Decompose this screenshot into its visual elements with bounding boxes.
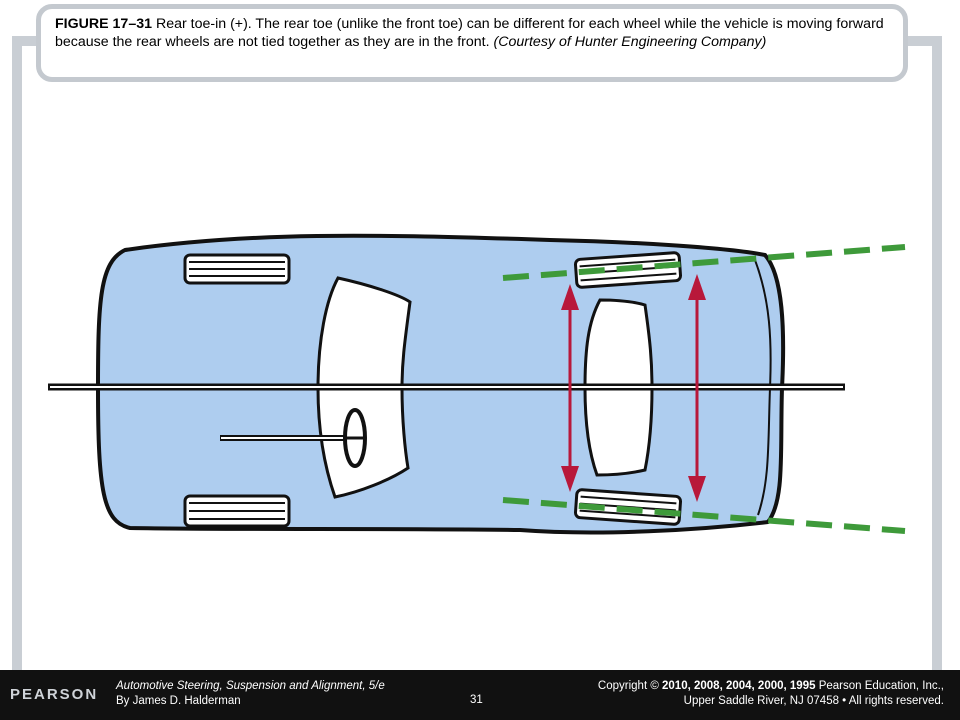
book-info: Automotive Steering, Suspension and Alig…: [116, 679, 385, 709]
copyright-address: Upper Saddle River, NJ 07458 • All right…: [683, 695, 944, 707]
figure-label: FIGURE 17–31: [55, 16, 152, 32]
front-measurement-arrow: [561, 284, 579, 492]
copyright-notice: Copyright © 2010, 2008, 2004, 2000, 1995…: [598, 679, 944, 709]
slide-frame-left: [12, 40, 22, 672]
left-toe-line: [502, 244, 906, 281]
slide-frame-right: [932, 40, 942, 672]
right-toe-line: [502, 497, 906, 534]
book-title: Automotive Steering, Suspension and Alig…: [116, 680, 366, 692]
caption-credit: (Courtesy of Hunter Engineering Company): [493, 34, 767, 50]
copyright-prefix: Copyright ©: [597, 680, 663, 692]
figure-caption: FIGURE 17–31 Rear toe-in (+). The rear t…: [36, 4, 908, 82]
pearson-logo: PEARSON: [10, 686, 99, 703]
front-left-tire: [183, 253, 291, 285]
front-right-tire: [183, 494, 291, 528]
book-author: By James D. Halderman: [116, 695, 241, 707]
caption-text: Rear toe-in (+). The rear toe (unlike th…: [55, 16, 884, 50]
rear-measurement-arrow: [688, 274, 706, 502]
copyright-years: 2010, 2008, 2004, 2000, 1995: [662, 680, 816, 692]
copyright-holder: Pearson Education, Inc.,: [815, 680, 944, 692]
book-edition: 5/e: [365, 680, 385, 692]
page-number: 31: [470, 694, 483, 706]
slide-footer: PEARSON Automotive Steering, Suspension …: [0, 670, 960, 720]
